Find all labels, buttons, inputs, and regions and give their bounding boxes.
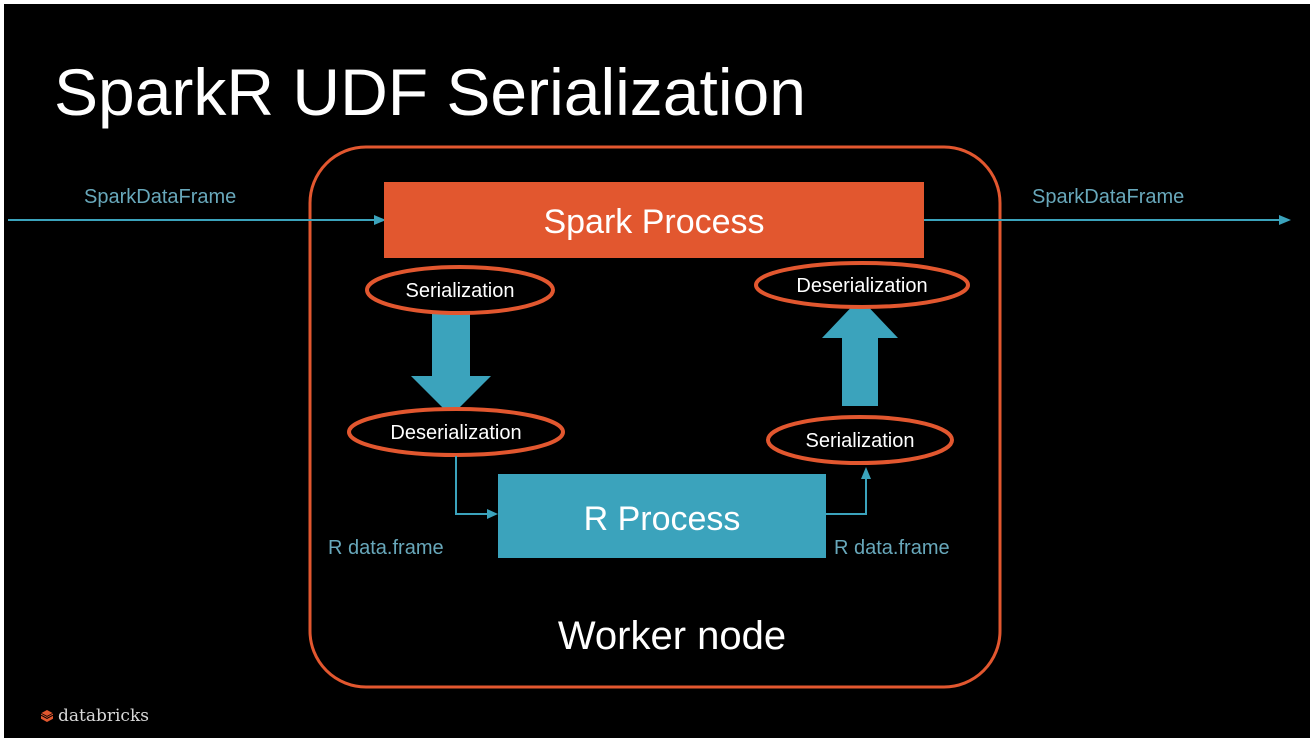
worker-node-box bbox=[308, 145, 1002, 689]
left-top-ellipse bbox=[365, 265, 555, 315]
r-process-box bbox=[498, 474, 826, 558]
left-connector bbox=[455, 456, 488, 515]
left-bottom-ellipse bbox=[347, 407, 565, 457]
right-top-ellipse-label: Deserialization bbox=[796, 275, 927, 297]
deserialize-up-arrow bbox=[822, 298, 898, 406]
databricks-logo-text: databricks bbox=[58, 706, 149, 726]
right-bottom-ellipse bbox=[766, 415, 954, 465]
output-label: SparkDataFrame bbox=[1032, 186, 1184, 208]
input-arrow-head bbox=[374, 215, 386, 225]
right-bottom-ellipse-label: Serialization bbox=[806, 430, 915, 452]
left-bottom-ellipse-label: Deserialization bbox=[390, 422, 521, 444]
worker-node-label: Worker node bbox=[558, 614, 786, 658]
databricks-logo: databricks bbox=[40, 704, 149, 728]
left-connector-head bbox=[487, 509, 498, 519]
slide-title: SparkR UDF Serialization bbox=[54, 55, 806, 129]
left-rdf-label: R data.frame bbox=[328, 537, 444, 559]
right-connector bbox=[826, 478, 867, 515]
serialize-down-arrow bbox=[411, 314, 491, 416]
right-connector-head bbox=[861, 467, 871, 479]
databricks-logo-icon bbox=[40, 710, 54, 722]
right-top-ellipse bbox=[754, 261, 970, 309]
right-rdf-label: R data.frame bbox=[834, 537, 950, 559]
left-top-ellipse-label: Serialization bbox=[406, 280, 515, 302]
output-arrow-head bbox=[1279, 215, 1291, 225]
input-label: SparkDataFrame bbox=[84, 186, 236, 208]
spark-process-box bbox=[384, 182, 924, 258]
spark-process-label: Spark Process bbox=[543, 203, 764, 241]
slide: SparkR UDF Serialization SparkDataFrame … bbox=[4, 4, 1310, 738]
r-process-label: R Process bbox=[584, 500, 741, 538]
diagram: SparkDataFrame SparkDataFrame Spark Proc… bbox=[8, 145, 1291, 689]
